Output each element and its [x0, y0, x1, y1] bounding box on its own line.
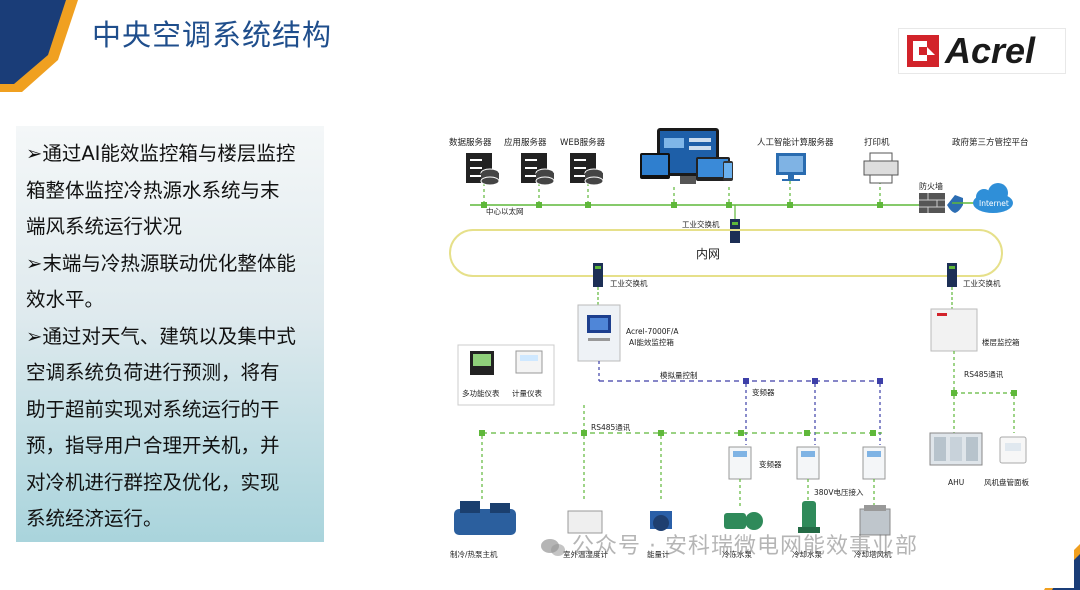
cooling-pump-icon [798, 501, 820, 533]
cooling-pump-label: 冷却水泵 [792, 549, 822, 559]
intranet-ring [449, 229, 1003, 277]
acrel-logo: Acrel [898, 28, 1066, 74]
metering-icon [515, 350, 543, 374]
rs485-drops [481, 436, 662, 501]
analog-control-label: 模拟量控制 [660, 370, 698, 380]
system-diagram: 数据服务器 应用服务器 WEB服务器 人工智能计算服务器 打印机 政府第三方管控… [374, 83, 1074, 588]
logo-mark-icon [907, 35, 939, 67]
right-switch-icon [947, 263, 957, 287]
multi-meter-icon [470, 351, 494, 375]
bullet-line: 空调系统负荷进行预测，将有 [26, 361, 280, 384]
printer-label: 打印机 [864, 137, 890, 148]
corner-decoration [0, 0, 78, 92]
feature-bullet: ➢通过AI能效监控箱与楼层监控箱整体监控冷热源水系统与末端风系统运行状况 [26, 136, 316, 246]
gov-platform-label: 政府第三方管控平台 [952, 137, 1029, 148]
bullet-arrow-icon: ➢ [26, 251, 43, 275]
inverter-drops [739, 479, 875, 507]
fcu-panel-label: 风机盘管面板 [984, 477, 1029, 487]
firewall-label: 防火墙 [919, 181, 943, 191]
wechat-icon [541, 539, 565, 556]
feature-panel: ➢通过AI能效监控箱与楼层监控箱整体监控冷热源水系统与末端风系统运行状况➢末端与… [16, 126, 324, 542]
multi-meter-label: 多功能仪表 [462, 388, 500, 398]
watermark: 公众号 · 安科瑞微电网能效事业部 [540, 528, 918, 560]
watermark-text: 公众号 · 安科瑞微电网能效事业部 [572, 534, 918, 559]
monitoring-screens-icon [640, 128, 733, 184]
bullet-line: ➢通过AI能效监控箱与楼层监控 [26, 136, 316, 173]
page-title: 中央空调系统结构 [92, 18, 333, 52]
ahu-icon [929, 432, 983, 466]
energy-meter-icon [650, 511, 672, 531]
right-drops [953, 396, 1015, 433]
right-nodes [951, 390, 1017, 396]
bullet-text: 通过AI能效监控箱与楼层监控 [42, 142, 296, 165]
floor-box-label: 楼层监控箱 [982, 337, 1020, 347]
bullet-line: ➢通过对天气、建筑以及集中式 [26, 319, 316, 356]
top-switch-label: 工业交换机 [682, 219, 720, 229]
outdoor-sensor-icon [567, 510, 603, 534]
bullet-text: 末端与冷热源联动优化整体能 [42, 251, 296, 275]
analog-drops [745, 384, 881, 445]
internet-cloud-icon [973, 183, 1013, 213]
left-switch-label: 工业交换机 [610, 278, 648, 288]
ai-box-name-label: AI能效监控箱 [629, 337, 674, 347]
feature-bullet: ➢通过对天气、建筑以及集中式空调系统负荷进行预测，将有助于超前实现对系统运行的干… [26, 319, 316, 538]
voltage-label: 380V电压接入 [814, 487, 864, 497]
printer-icon [863, 152, 899, 184]
bullet-line: 端风系统运行状况 [26, 215, 183, 238]
ahu-label: AHU [948, 478, 964, 487]
logo-text: Acrel [945, 30, 1036, 71]
bullet-line: ➢末端与冷热源联动优化整体能 [26, 246, 316, 283]
rs485-nodes [479, 430, 876, 436]
bullet-line: 效水平。 [26, 288, 105, 311]
rs485-left-label: RS485通讯 [591, 422, 631, 432]
web-server-label: WEB服务器 [560, 137, 606, 148]
computer-icon [776, 153, 806, 181]
app-server-icon [521, 153, 555, 186]
ai-server-label: 人工智能计算服务器 [757, 137, 834, 148]
firewall-icon [919, 193, 963, 213]
chilled-pump-label: 冷冻水泵 [722, 549, 752, 559]
internet-label: Internet [979, 199, 1009, 208]
bullet-line: 对冷机进行群控及优化，实现 [26, 470, 280, 494]
inverter-1-icon [728, 446, 752, 480]
data-server-icon [466, 153, 500, 186]
inverter-2-icon [796, 446, 820, 480]
inverter-top-label: 变频器 [752, 387, 775, 397]
web-server-icon [570, 153, 604, 186]
energy-meter-label: 能量计 [647, 549, 670, 559]
outdoor-sensor-label: 室外温湿度计 [563, 549, 608, 559]
bullet-line: 箱整体监控冷热源水系统与末 [26, 178, 280, 202]
cooling-tower-icon [859, 505, 891, 536]
bullet-line: 助于超前实现对系统运行的干 [26, 397, 280, 421]
ai-monitor-box-icon [577, 304, 621, 362]
inverter-3-icon [862, 446, 886, 480]
bullet-line: 预，指导用户合理开关机，并 [26, 434, 280, 457]
chiller-icon [454, 501, 516, 535]
chiller-label: 制冷/热泵主机 [450, 549, 498, 559]
bullet-text: 通过对天气、建筑以及集中式 [42, 324, 296, 348]
left-switch-icon [593, 263, 603, 287]
corner-blue-shape [0, 0, 66, 84]
intranet-label: 内网 [696, 247, 720, 261]
app-server-label: 应用服务器 [504, 137, 547, 148]
drop-nodes [481, 202, 883, 208]
metering-label: 计量仪表 [512, 388, 542, 398]
analog-nodes [743, 378, 883, 384]
rs485-right-label: RS485通讯 [964, 369, 1004, 379]
fcu-panel-icon [999, 436, 1027, 464]
bullet-arrow-icon: ➢ [26, 142, 43, 165]
ai-box-model-label: Acrel-7000F/A [626, 327, 679, 336]
bullet-line: 系统经济运行。 [26, 507, 163, 530]
chilled-pump-icon [724, 512, 763, 530]
bullet-arrow-icon: ➢ [26, 324, 43, 348]
ethernet-label: 中心以太网 [486, 206, 524, 216]
right-switch-label: 工业交换机 [963, 278, 1001, 288]
inverter-label: 变频器 [759, 459, 782, 469]
cooling-tower-label: 冷却塔风机 [854, 549, 892, 559]
data-server-label: 数据服务器 [449, 137, 492, 148]
floor-monitor-box-icon [930, 308, 978, 352]
feature-bullet: ➢末端与冷热源联动优化整体能效水平。 [26, 246, 316, 319]
